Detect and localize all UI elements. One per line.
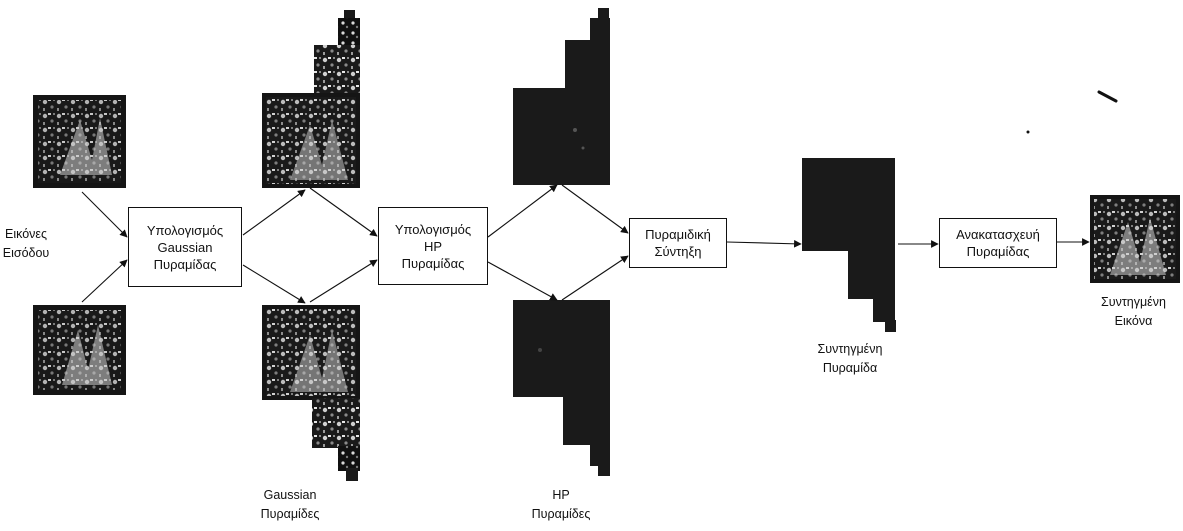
pyramid-reconstruction-box: Ανακατασχευή Πυραμίδας — [939, 218, 1057, 268]
input-image-2 — [33, 305, 126, 395]
stray-dot — [1026, 130, 1030, 134]
arrow-input1-to-gaussian — [81, 191, 128, 238]
gaussian-pyramids-label: Gaussian Πυραμίδες — [260, 488, 320, 521]
arrow-hppyr-upper-to-fusion — [561, 184, 629, 234]
gaussian-pyramid-compute-box: Υπολογισμός Gaussian Πυραμίδας — [128, 207, 242, 287]
arrow-hppyr-lower-to-fusion — [561, 255, 629, 301]
hp-pyramid-lower — [513, 300, 610, 476]
arrow-hp-to-hppyr-upper — [487, 184, 558, 238]
arrow-gaussian-to-gpyr-lower — [242, 264, 306, 304]
stray-mark — [1097, 90, 1118, 103]
fused-pyramid — [802, 158, 896, 332]
hp-pyramid-upper — [513, 8, 610, 185]
gaussian-pyramid-lower — [262, 305, 360, 481]
arrow-fusion-to-fused-pyramid — [726, 239, 802, 248]
hp-pyramid-compute-box: Υπολογισμός HP Πυραμίδας — [378, 207, 488, 285]
input-images-label: Εικόνες Εισόδου — [2, 227, 50, 260]
gaussian-pyramid-upper — [262, 10, 360, 188]
arrow-input2-to-gaussian — [81, 259, 128, 303]
fused-image — [1090, 195, 1180, 283]
input-image-1 — [33, 95, 126, 188]
arrow-gpyr-upper-to-hp — [309, 187, 378, 237]
arrow-hp-to-hppyr-lower — [487, 261, 558, 301]
hp-pyramids-label: HP Πυραμίδες — [531, 488, 591, 521]
arrow-gpyr-lower-to-hp — [309, 259, 378, 303]
fused-image-label: Συντηγμένη Εικόνα — [1101, 295, 1166, 328]
fused-pyramid-label: Συντηγμένη Πυραμίδα — [817, 342, 883, 375]
pyramid-fusion-box: Πυραμιδική Σύντηξη — [629, 218, 727, 268]
arrow-gaussian-to-gpyr-upper — [242, 189, 306, 236]
